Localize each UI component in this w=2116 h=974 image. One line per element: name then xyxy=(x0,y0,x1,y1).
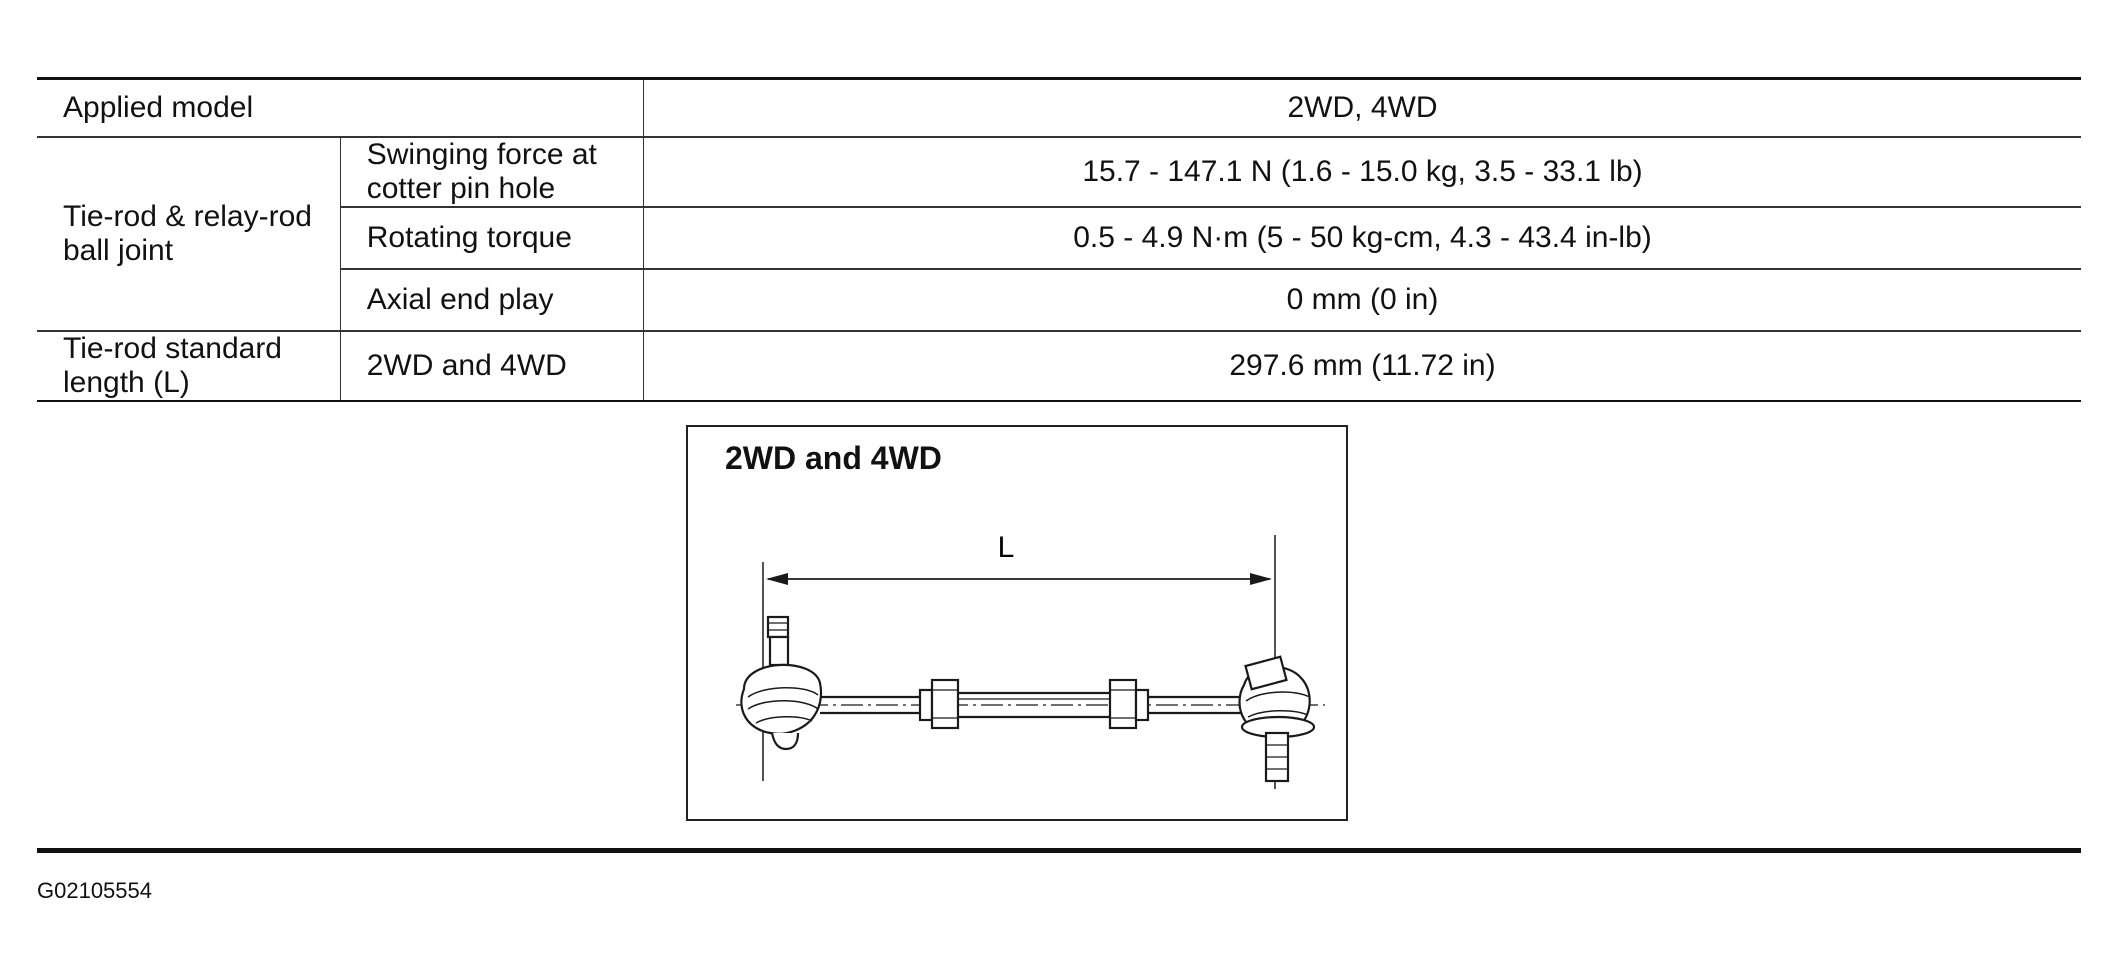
ball-joint-value: 15.7 - 147.1 N (1.6 - 15.0 kg, 3.5 - 33.… xyxy=(643,137,2081,208)
table-row: Tie-rod & relay-rod ball joint Swinging … xyxy=(37,137,2081,332)
left-stud xyxy=(768,635,790,667)
table-row: Rotating torque 0.5 - 4.9 N·m (5 - 50 kg… xyxy=(37,207,2081,270)
applied-model-label: Applied model xyxy=(37,77,644,138)
left-locknut xyxy=(930,678,960,730)
document-code: G02105554 xyxy=(37,878,152,903)
right-locknut-collar xyxy=(1134,688,1150,722)
left-stud-nut xyxy=(766,615,790,639)
tie-rod-length-item: 2WD and 4WD xyxy=(339,331,644,402)
dimension-label: L xyxy=(998,531,1015,564)
left-locknut-collar xyxy=(918,688,934,722)
right-stud-nut xyxy=(1244,655,1288,691)
right-locknut xyxy=(1108,678,1138,730)
figure-title: 2WD and 4WD xyxy=(725,440,942,476)
table-row: Axial end play 0 mm (0 in) xyxy=(37,269,2081,332)
left-ball-socket xyxy=(740,663,822,735)
specification-table: Applied model 2WD, 4WD Tie-rod & relay-r… xyxy=(37,77,2081,402)
dimension-arrow-left xyxy=(766,573,788,585)
tie-rod-illustration: L xyxy=(736,531,1325,789)
ball-joint-value: 0.5 - 4.9 N·m (5 - 50 kg-cm, 4.3 - 43.4 … xyxy=(643,207,2081,270)
tie-rod-length-value: 297.6 mm (11.72 in) xyxy=(643,331,2081,402)
dimension-arrow-right xyxy=(1250,573,1272,585)
ball-joint-item: Axial end play xyxy=(339,269,644,332)
applied-model-value: 2WD, 4WD xyxy=(643,77,2081,138)
footer-rule xyxy=(37,848,2081,853)
ball-joint-item: Rotating torque xyxy=(339,207,644,270)
ball-joint-item: Swinging force at cotter pin hole xyxy=(339,137,644,208)
tie-rod-figure: L xyxy=(686,425,1348,821)
ball-joint-value: 0 mm (0 in) xyxy=(643,269,2081,332)
ball-joint-label: Tie-rod & relay-rod ball joint xyxy=(37,137,341,332)
left-socket-cap xyxy=(770,732,800,751)
table-row-tie-rod-length: Tie-rod standard length (L) 2WD and 4WD … xyxy=(37,331,2081,402)
table-row-applied-model: Applied model 2WD, 4WD xyxy=(37,77,2081,138)
tie-rod-length-label: Tie-rod standard length (L) xyxy=(37,331,341,402)
